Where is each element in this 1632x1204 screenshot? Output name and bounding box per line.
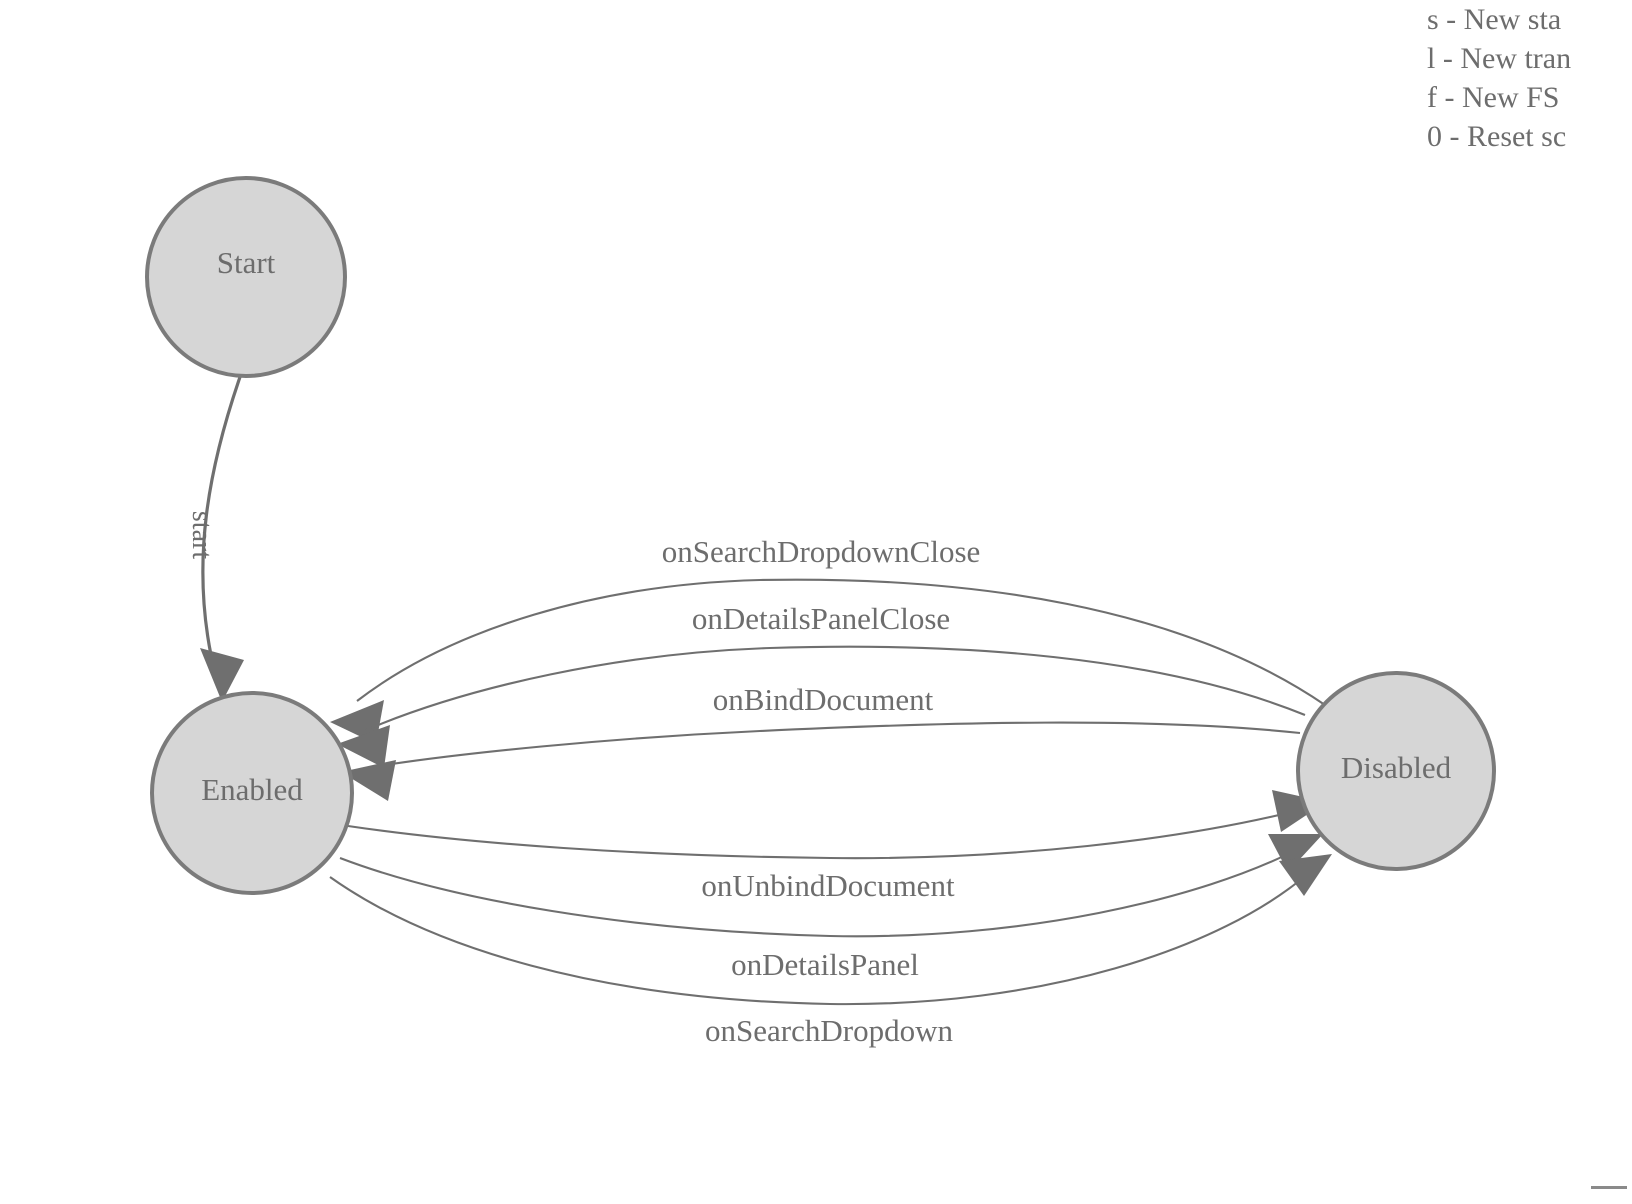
edge-path-onsearchdropdownclose <box>356 578 1326 706</box>
legend-line-new-transition: l - New tran <box>1427 42 1572 75</box>
node-enabled[interactable]: Enabled <box>150 691 354 895</box>
edge-path-onsearchdropdown <box>329 871 1311 1006</box>
node-enabled-label: Enabled <box>201 772 303 807</box>
node-disabled-circle <box>1296 671 1496 871</box>
edge-path-ondetailspanel <box>339 847 1301 938</box>
arrowhead-ondetailspanelclose <box>337 725 390 768</box>
edge-label-ondetailspanel: onDetailsPanel <box>731 947 919 982</box>
edge-path-start <box>201 376 242 656</box>
edge-path-onbinddocument <box>371 721 1301 769</box>
node-start[interactable]: Start <box>145 176 347 378</box>
transition-ondetailspanel[interactable] <box>339 834 1323 938</box>
arrowhead-start <box>200 648 244 702</box>
arrowhead-onsearchdropdown <box>1279 854 1332 896</box>
transition-start[interactable] <box>200 376 244 702</box>
edge-label-ondetailspanelclose: onDetailsPanelClose <box>692 601 950 636</box>
node-start-label: Start <box>217 245 276 280</box>
transition-onbinddocument[interactable] <box>341 721 1301 801</box>
edge-path-ondetailspanelclose <box>365 645 1306 731</box>
edge-label-onsearchdropdownclose: onSearchDropdownClose <box>662 534 981 569</box>
legend-line-reset: 0 - Reset sc <box>1427 120 1567 153</box>
legend-line-new-fsm: f - New FS <box>1427 81 1560 114</box>
transition-onsearchdropdown[interactable] <box>329 854 1332 1006</box>
node-disabled-label: Disabled <box>1341 750 1452 785</box>
node-enabled-circle <box>150 691 354 895</box>
edge-label-onsearchdropdown: onSearchDropdown <box>705 1013 953 1048</box>
edge-label-start: start <box>186 511 217 559</box>
transition-ondetailspanelclose[interactable] <box>337 645 1306 768</box>
edge-path-onunbinddocument <box>347 808 1301 860</box>
node-start-circle <box>145 176 347 378</box>
transition-onunbinddocument[interactable] <box>347 790 1326 860</box>
edge-label-onunbinddocument: onUnbindDocument <box>701 868 955 903</box>
node-disabled[interactable]: Disabled <box>1296 671 1496 871</box>
legend-line-new-state: s - New sta <box>1427 3 1562 36</box>
arrowhead-onbinddocument <box>341 760 396 801</box>
corner-divider-mark <box>1591 1186 1627 1189</box>
edge-label-onbinddocument: onBindDocument <box>713 682 934 717</box>
arrowhead-ondetailspanel <box>1268 834 1323 872</box>
keyboard-shortcuts-legend: s - New sta l - New tran f - New FS 0 - … <box>1427 0 1632 156</box>
